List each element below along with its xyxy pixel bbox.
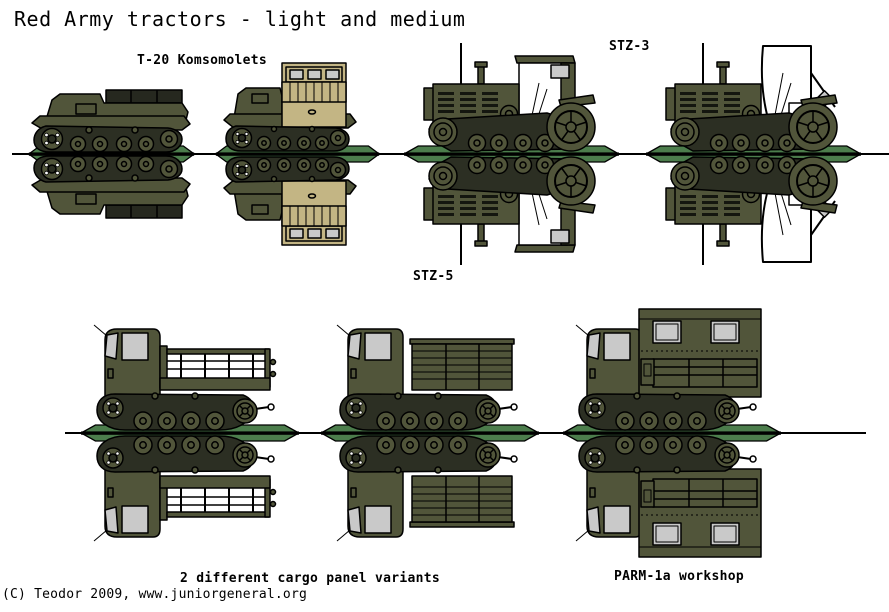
unit-stz3-tractor	[421, 42, 599, 266]
credit-line: (C) Teodor 2009, www.juniorgeneral.org	[2, 587, 308, 602]
unit-stz5-panel-bed	[336, 322, 526, 544]
vehicle-parm1a-workshop	[575, 307, 767, 433]
unit-stz5-stake-bed	[93, 322, 278, 544]
vehicle-stz3-with-canopy	[665, 42, 838, 153]
vehicle-t20-with-cargo-box-mirror	[223, 156, 357, 246]
vehicle-stz3-with-canopy-mirror	[665, 155, 838, 266]
vehicle-stz5-stake-bed-mirror	[93, 433, 278, 544]
page-title: Red Army tractors - light and medium	[14, 7, 466, 31]
label-cargo-variants-note: 2 different cargo panel variants	[180, 571, 441, 586]
unit-t20-komsomolets	[30, 88, 195, 220]
unit-stz3-with-canopy	[663, 42, 843, 266]
vehicle-t20-komsomolets	[31, 89, 191, 153]
vehicle-t20-with-cargo-box	[223, 62, 357, 152]
vehicle-stz5-panel-bed	[336, 322, 526, 433]
vehicle-stz5-stake-bed	[93, 322, 278, 433]
unit-parm1a-workshop	[575, 307, 767, 559]
label-t20-komsomolets: T-20 Komsomolets	[137, 53, 268, 68]
vehicle-stz5-panel-bed-mirror	[336, 433, 526, 544]
vehicle-stz3-tractor	[423, 42, 596, 153]
vehicle-stz3-tractor-mirror	[423, 155, 596, 266]
label-parm1a-workshop: PARM-1a workshop	[614, 569, 745, 584]
vehicle-parm1a-workshop-mirror	[575, 433, 767, 559]
vehicle-t20-komsomolets-mirror	[31, 155, 191, 219]
label-stz3: STZ-3	[609, 39, 650, 54]
unit-t20-with-cargo-box	[223, 62, 366, 246]
label-stz5: STZ-5	[413, 269, 454, 284]
